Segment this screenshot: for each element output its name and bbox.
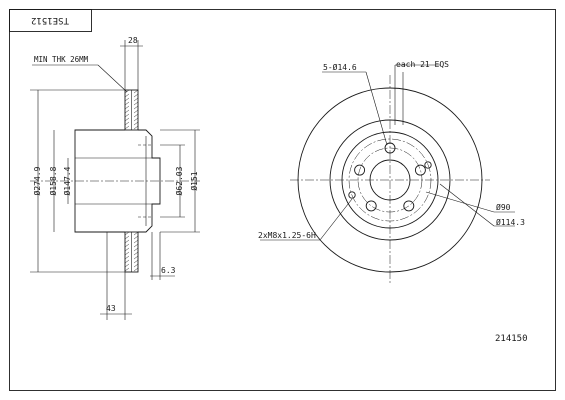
hatch-line	[133, 247, 139, 252]
bolt-hole	[365, 200, 377, 212]
hatch-line	[124, 125, 130, 130]
hatch-line	[133, 125, 139, 130]
hatch-line	[133, 93, 139, 98]
thread-holes	[348, 161, 432, 199]
hatch-line	[133, 117, 139, 122]
hatch-line	[124, 105, 130, 110]
hatch-line	[133, 101, 139, 106]
hatch-line	[133, 89, 139, 94]
hub-diameter-label: Ø147.4	[62, 166, 72, 195]
hatch-line	[133, 263, 139, 268]
hatch-line	[133, 121, 139, 126]
hatch-line	[124, 267, 130, 272]
hatch-line	[124, 93, 130, 98]
section-hatching	[124, 89, 139, 272]
thread-holes-label: 2xM8x1.25-6H	[258, 231, 316, 240]
front-view: 5-Ø14.6 each 21 EQS 2xM8x1.25-6H Ø90 Ø11…	[258, 60, 525, 285]
bolt-hole	[414, 164, 426, 176]
hatch-line	[124, 263, 130, 268]
friction-inner-circle	[329, 119, 451, 241]
hatch-line	[124, 243, 130, 248]
hatch-line	[124, 251, 130, 256]
hatch-line	[124, 97, 130, 102]
hatch-line	[133, 251, 139, 256]
hatch-line	[124, 247, 130, 252]
min-thickness-label: MIN THK 26MM	[34, 55, 89, 64]
part-number: 214150	[495, 334, 528, 344]
thickness-label: 28	[128, 36, 138, 45]
bolt-hole	[384, 142, 396, 154]
hatch-line	[133, 97, 139, 102]
thread-hole	[424, 161, 432, 169]
hatch-line	[133, 105, 139, 110]
center-bore-label: Ø62.03	[174, 166, 184, 195]
bolt-hole	[354, 164, 366, 176]
disc-outer-circle	[297, 87, 483, 273]
drawing-frame	[9, 9, 556, 391]
pcd-outer-label: Ø114.3	[496, 217, 525, 227]
hatch-line	[133, 243, 139, 248]
hat-diameter-label: Ø151	[189, 171, 199, 190]
title-box	[9, 9, 92, 32]
hatch-line	[124, 259, 130, 264]
side-view: MIN THK 26MM 28 Ø274.9 Ø158.8 Ø147.4 Ø62…	[30, 36, 200, 320]
pcd-inner-circle	[357, 147, 423, 213]
hat-offset-label: 6.3	[161, 266, 176, 275]
hatch-line	[124, 109, 130, 114]
hatch-line	[133, 109, 139, 114]
bolt-holes	[354, 142, 426, 212]
pcd-outer-circle	[348, 138, 432, 222]
overall-height-label: 43	[106, 304, 116, 313]
hatch-line	[124, 121, 130, 126]
thread-hole	[348, 191, 356, 199]
hat-circle	[341, 131, 439, 229]
bolt-hole	[403, 200, 415, 212]
hatch-line	[133, 267, 139, 272]
hatch-line	[133, 239, 139, 244]
hatch-line	[124, 235, 130, 240]
center-bore-circle	[369, 159, 411, 201]
hatch-line	[133, 255, 139, 260]
hatch-line	[133, 231, 139, 236]
hatch-line	[124, 113, 130, 118]
pcd-inner-label: Ø90	[496, 202, 511, 212]
bolt-holes-label: 5-Ø14.6	[323, 62, 357, 72]
pilot-diameter-label: Ø158.8	[48, 166, 58, 195]
hatch-line	[133, 259, 139, 264]
spacing-label: each 21 EQS	[396, 60, 449, 69]
hat-profile	[138, 129, 161, 233]
hatch-line	[133, 113, 139, 118]
hatch-line	[124, 117, 130, 122]
hatch-line	[124, 231, 130, 236]
title-box-code: TSE1512	[31, 15, 69, 25]
hatch-line	[124, 89, 130, 94]
outer-diameter-label: Ø274.9	[32, 166, 42, 195]
hatch-line	[124, 101, 130, 106]
hatch-line	[124, 239, 130, 244]
hatch-line	[124, 255, 130, 260]
hatch-line	[133, 235, 139, 240]
